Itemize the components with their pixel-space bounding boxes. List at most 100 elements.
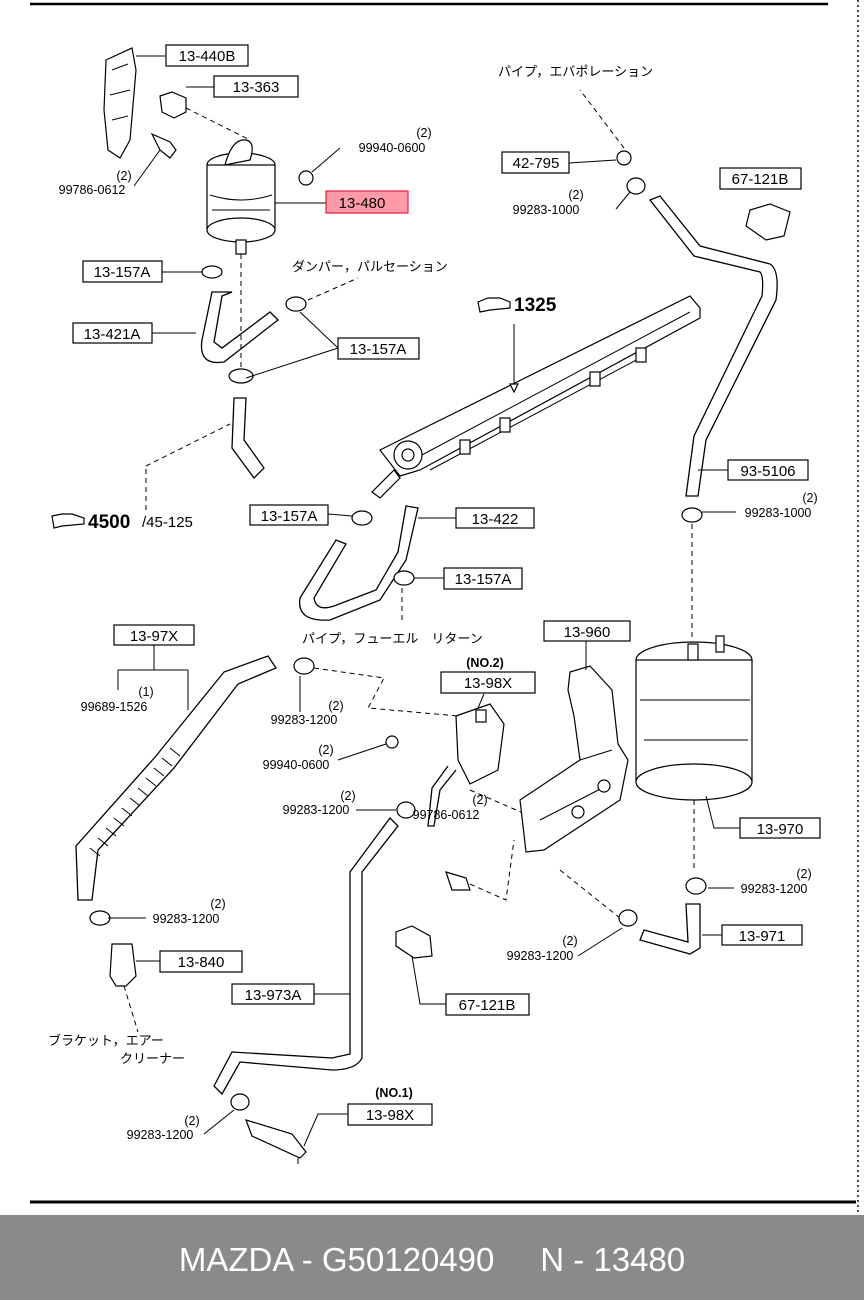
label-13-363: 13-363	[213, 75, 299, 98]
pointing-hand-icon	[477, 297, 511, 313]
svg-text:13-422: 13-422	[472, 511, 519, 528]
clamp-99283-1200-right	[685, 877, 707, 895]
label-99786-0612-upper: 99786-0612	[59, 183, 126, 197]
svg-text:13-98X: 13-98X	[366, 1107, 414, 1124]
qty-99283-1200-b: (2)	[340, 789, 355, 803]
nut-99940-lower	[385, 735, 399, 749]
hose-13-971	[639, 903, 701, 955]
ref-1325: 1325	[477, 295, 557, 316]
hose-13-422	[298, 505, 419, 621]
svg-text:13-971: 13-971	[739, 928, 786, 945]
qty-99940-upper: (2)	[416, 126, 431, 140]
label-99283-1200-a: 99283-1200	[271, 713, 338, 727]
svg-text:13-970: 13-970	[757, 821, 804, 838]
label-13-157a-3: 13-157A	[249, 504, 329, 526]
nut-99940-upper	[298, 170, 314, 186]
hose-13-973a	[213, 817, 399, 1096]
footer-part-number: MAZDA - G50120490 N - 13480	[178, 1241, 686, 1278]
hose-93-5106	[648, 195, 778, 497]
bolt-99786-lower	[445, 871, 471, 891]
label-damper-pulsation: ダンパー，パルセーション	[292, 260, 448, 275]
valve-13-363	[159, 91, 187, 119]
svg-text:13-98X: 13-98X	[464, 675, 512, 692]
qty-99283-1200-f: (2)	[184, 1114, 199, 1128]
label-pipe-evaporation: パイプ，エバポレーション	[498, 65, 653, 80]
label-13-422: 13-422	[455, 507, 535, 529]
label-no2: (NO.2)	[466, 656, 504, 670]
label-13-970: 13-970	[739, 817, 821, 839]
hose-13-97x	[75, 655, 277, 901]
hose-13-421a	[200, 291, 279, 364]
label-67-121b-lower: 67-121B	[445, 993, 530, 1016]
bracket-13-98x-no2	[455, 703, 505, 785]
qty-99283-1000-lower: (2)	[802, 491, 817, 505]
clamp-99283-1200-bottom	[230, 1093, 250, 1111]
svg-text:13-97X: 13-97X	[130, 628, 178, 645]
svg-text:13-421A: 13-421A	[84, 326, 141, 343]
clip-13-157a-3	[228, 368, 254, 384]
bolt-99786-upper	[150, 132, 177, 159]
fuel-rail-1325	[371, 295, 701, 499]
svg-text:13-157A: 13-157A	[261, 508, 318, 525]
clip-13-157a-2	[285, 296, 307, 312]
label-99283-1200-b: 99283-1200	[283, 803, 350, 817]
svg-text:13-157A: 13-157A	[350, 341, 407, 358]
valve-13-840	[109, 943, 137, 987]
svg-text:/45-125: /45-125	[142, 514, 193, 531]
label-99283-1000-upper: 99283-1000	[513, 203, 580, 217]
label-99689-1526: 99689-1526	[81, 700, 148, 714]
qty-99283-1200-e: (2)	[210, 897, 225, 911]
label-99283-1200-f: 99283-1200	[127, 1128, 194, 1142]
label-pipe-fuel-return: パイプ，フューエル リターン	[302, 632, 483, 647]
label-13-421a: 13-421A	[72, 322, 153, 344]
label-13-98x-no2: 13-98X	[440, 671, 536, 694]
svg-text:13-973A: 13-973A	[245, 987, 302, 1004]
svg-text:13-840: 13-840	[178, 954, 225, 971]
svg-text:67-121B: 67-121B	[459, 997, 516, 1014]
label-99940-0600-lower: 99940-0600	[263, 758, 330, 772]
label-13-157a-1: 13-157A	[82, 260, 163, 283]
clamp-99283-1000-upper	[626, 177, 646, 195]
svg-text:4500: 4500	[88, 512, 130, 533]
label-13-840: 13-840	[159, 950, 243, 973]
clamp-99283-1000-lower	[681, 507, 703, 523]
canister-13-970	[635, 635, 753, 801]
clip-13-157a-5	[393, 570, 415, 586]
svg-text:1325: 1325	[514, 295, 557, 316]
clip-67-121b-lower	[395, 925, 433, 959]
svg-text:67-121B: 67-121B	[732, 171, 789, 188]
qty-99689: (1)	[138, 685, 153, 699]
label-99283-1000-lower: 99283-1000	[745, 506, 812, 520]
pulsation-damper-13-480	[206, 139, 276, 255]
label-13-440b: 13-440B	[165, 44, 249, 67]
label-13-480-highlighted: 13-480	[325, 190, 409, 214]
bracket-13-960	[519, 665, 629, 853]
label-99283-1200-c: 99283-1200	[741, 882, 808, 896]
svg-text:13-440B: 13-440B	[179, 48, 236, 65]
label-99786-0612-lower: 99786-0612	[413, 808, 480, 822]
qty-99283-1200-a: (2)	[328, 699, 343, 713]
svg-text:13-157A: 13-157A	[94, 264, 151, 281]
svg-text:13-960: 13-960	[564, 624, 611, 641]
qty-99283-1200-d: (2)	[562, 934, 577, 948]
bracket-13-440b	[103, 47, 137, 159]
svg-text:13-157A: 13-157A	[455, 571, 512, 588]
hose-lower-left	[231, 397, 265, 479]
footer-bar	[0, 1215, 864, 1300]
label-99283-1200-e: 99283-1200	[153, 912, 220, 926]
clip-67-121b-upper	[745, 203, 791, 241]
label-13-960: 13-960	[543, 620, 631, 642]
label-13-157a-4: 13-157A	[443, 567, 523, 590]
label-13-971: 13-971	[721, 924, 803, 946]
qty-99786-lower: (2)	[472, 793, 487, 807]
label-67-121b-upper: 67-121B	[719, 167, 802, 190]
label-no1: (NO.1)	[375, 1086, 413, 1100]
bracket-13-98x-no1	[245, 1119, 307, 1159]
svg-text:93-5106: 93-5106	[740, 463, 795, 480]
clip-13-157a-1	[201, 265, 223, 279]
svg-text:13-363: 13-363	[233, 79, 280, 96]
label-13-973a: 13-973A	[231, 983, 315, 1005]
label-bracket-air-1: ブラケット，エアー	[48, 1033, 164, 1049]
clamp-99283-1200-mid-upper	[293, 657, 315, 675]
